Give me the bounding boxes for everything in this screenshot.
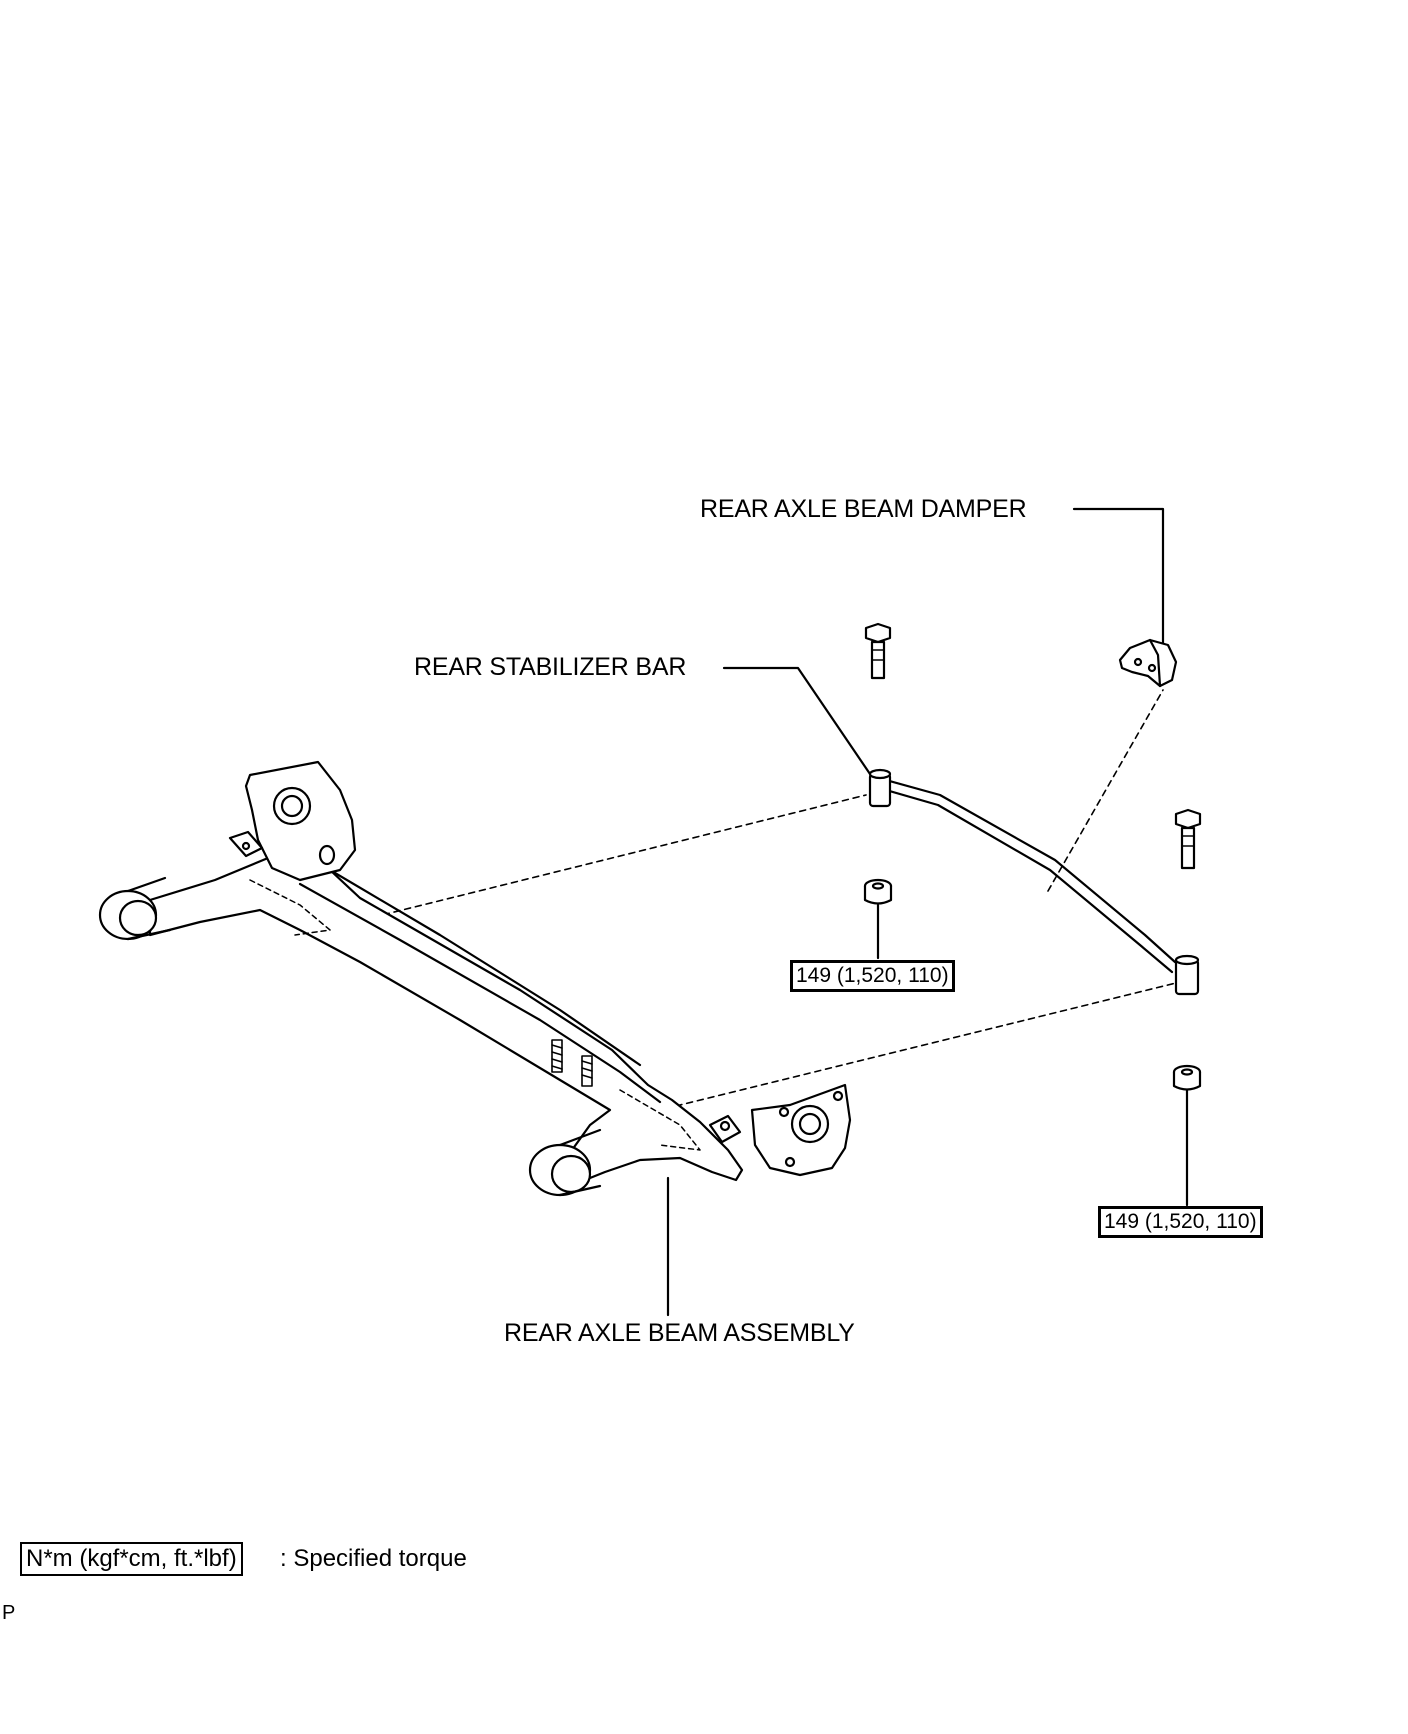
- torque-spec-left-nut: 149 (1,520, 110): [790, 960, 955, 992]
- bolt-upper-right: [1174, 808, 1202, 870]
- bolt-upper-left: [864, 622, 892, 680]
- rear-axle-beam-assembly-drawing: [98, 760, 852, 1197]
- rear-axle-beam-damper-drawing: [1118, 638, 1178, 688]
- label-rear-axle-beam-damper: REAR AXLE BEAM DAMPER: [700, 495, 1027, 523]
- rear-stabilizer-bar-drawing: [868, 768, 1200, 996]
- alignment-lines: [361, 689, 1177, 1107]
- legend-unit-box: N*m (kgf*cm, ft.*lbf): [20, 1542, 243, 1576]
- label-rear-stabilizer-bar: REAR STABILIZER BAR: [414, 653, 687, 681]
- nut-right: [1172, 1064, 1202, 1091]
- nut-left: [863, 878, 893, 905]
- beam-studs: [551, 1039, 593, 1087]
- legend-specified-torque-text: : Specified torque: [280, 1545, 467, 1572]
- torque-spec-right-nut: 149 (1,520, 110): [1098, 1206, 1263, 1238]
- label-rear-axle-beam-assembly: REAR AXLE BEAM ASSEMBLY: [504, 1319, 855, 1347]
- corner-mark: P: [2, 1602, 16, 1624]
- leader-lines: [666, 507, 1189, 1317]
